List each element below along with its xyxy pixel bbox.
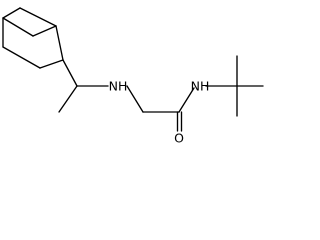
bond-c2-c3 — [19, 7, 57, 27]
bond-c3-c4 — [55, 25, 64, 61]
bond-nh-ch2 — [126, 85, 144, 113]
bond-bridge-b — [32, 25, 57, 37]
bond-c4-c5 — [39, 59, 64, 69]
bond-bridge-a — [2, 17, 34, 37]
atom-nh-amide: NH — [191, 79, 210, 94]
structure-canvas: NH NH O — [2, 7, 264, 146]
atom-nh-amine: NH — [109, 79, 128, 94]
bond-ch-methyl — [58, 85, 78, 113]
molecule-diagram: NH NH O — [2, 7, 264, 146]
bond-c5-c6 — [2, 46, 41, 69]
bond-carbonyl-nh — [178, 87, 195, 113]
atom-oxygen: O — [174, 131, 184, 146]
bond-ring-ch — [62, 59, 78, 87]
bond-c1-c2 — [2, 7, 21, 19]
